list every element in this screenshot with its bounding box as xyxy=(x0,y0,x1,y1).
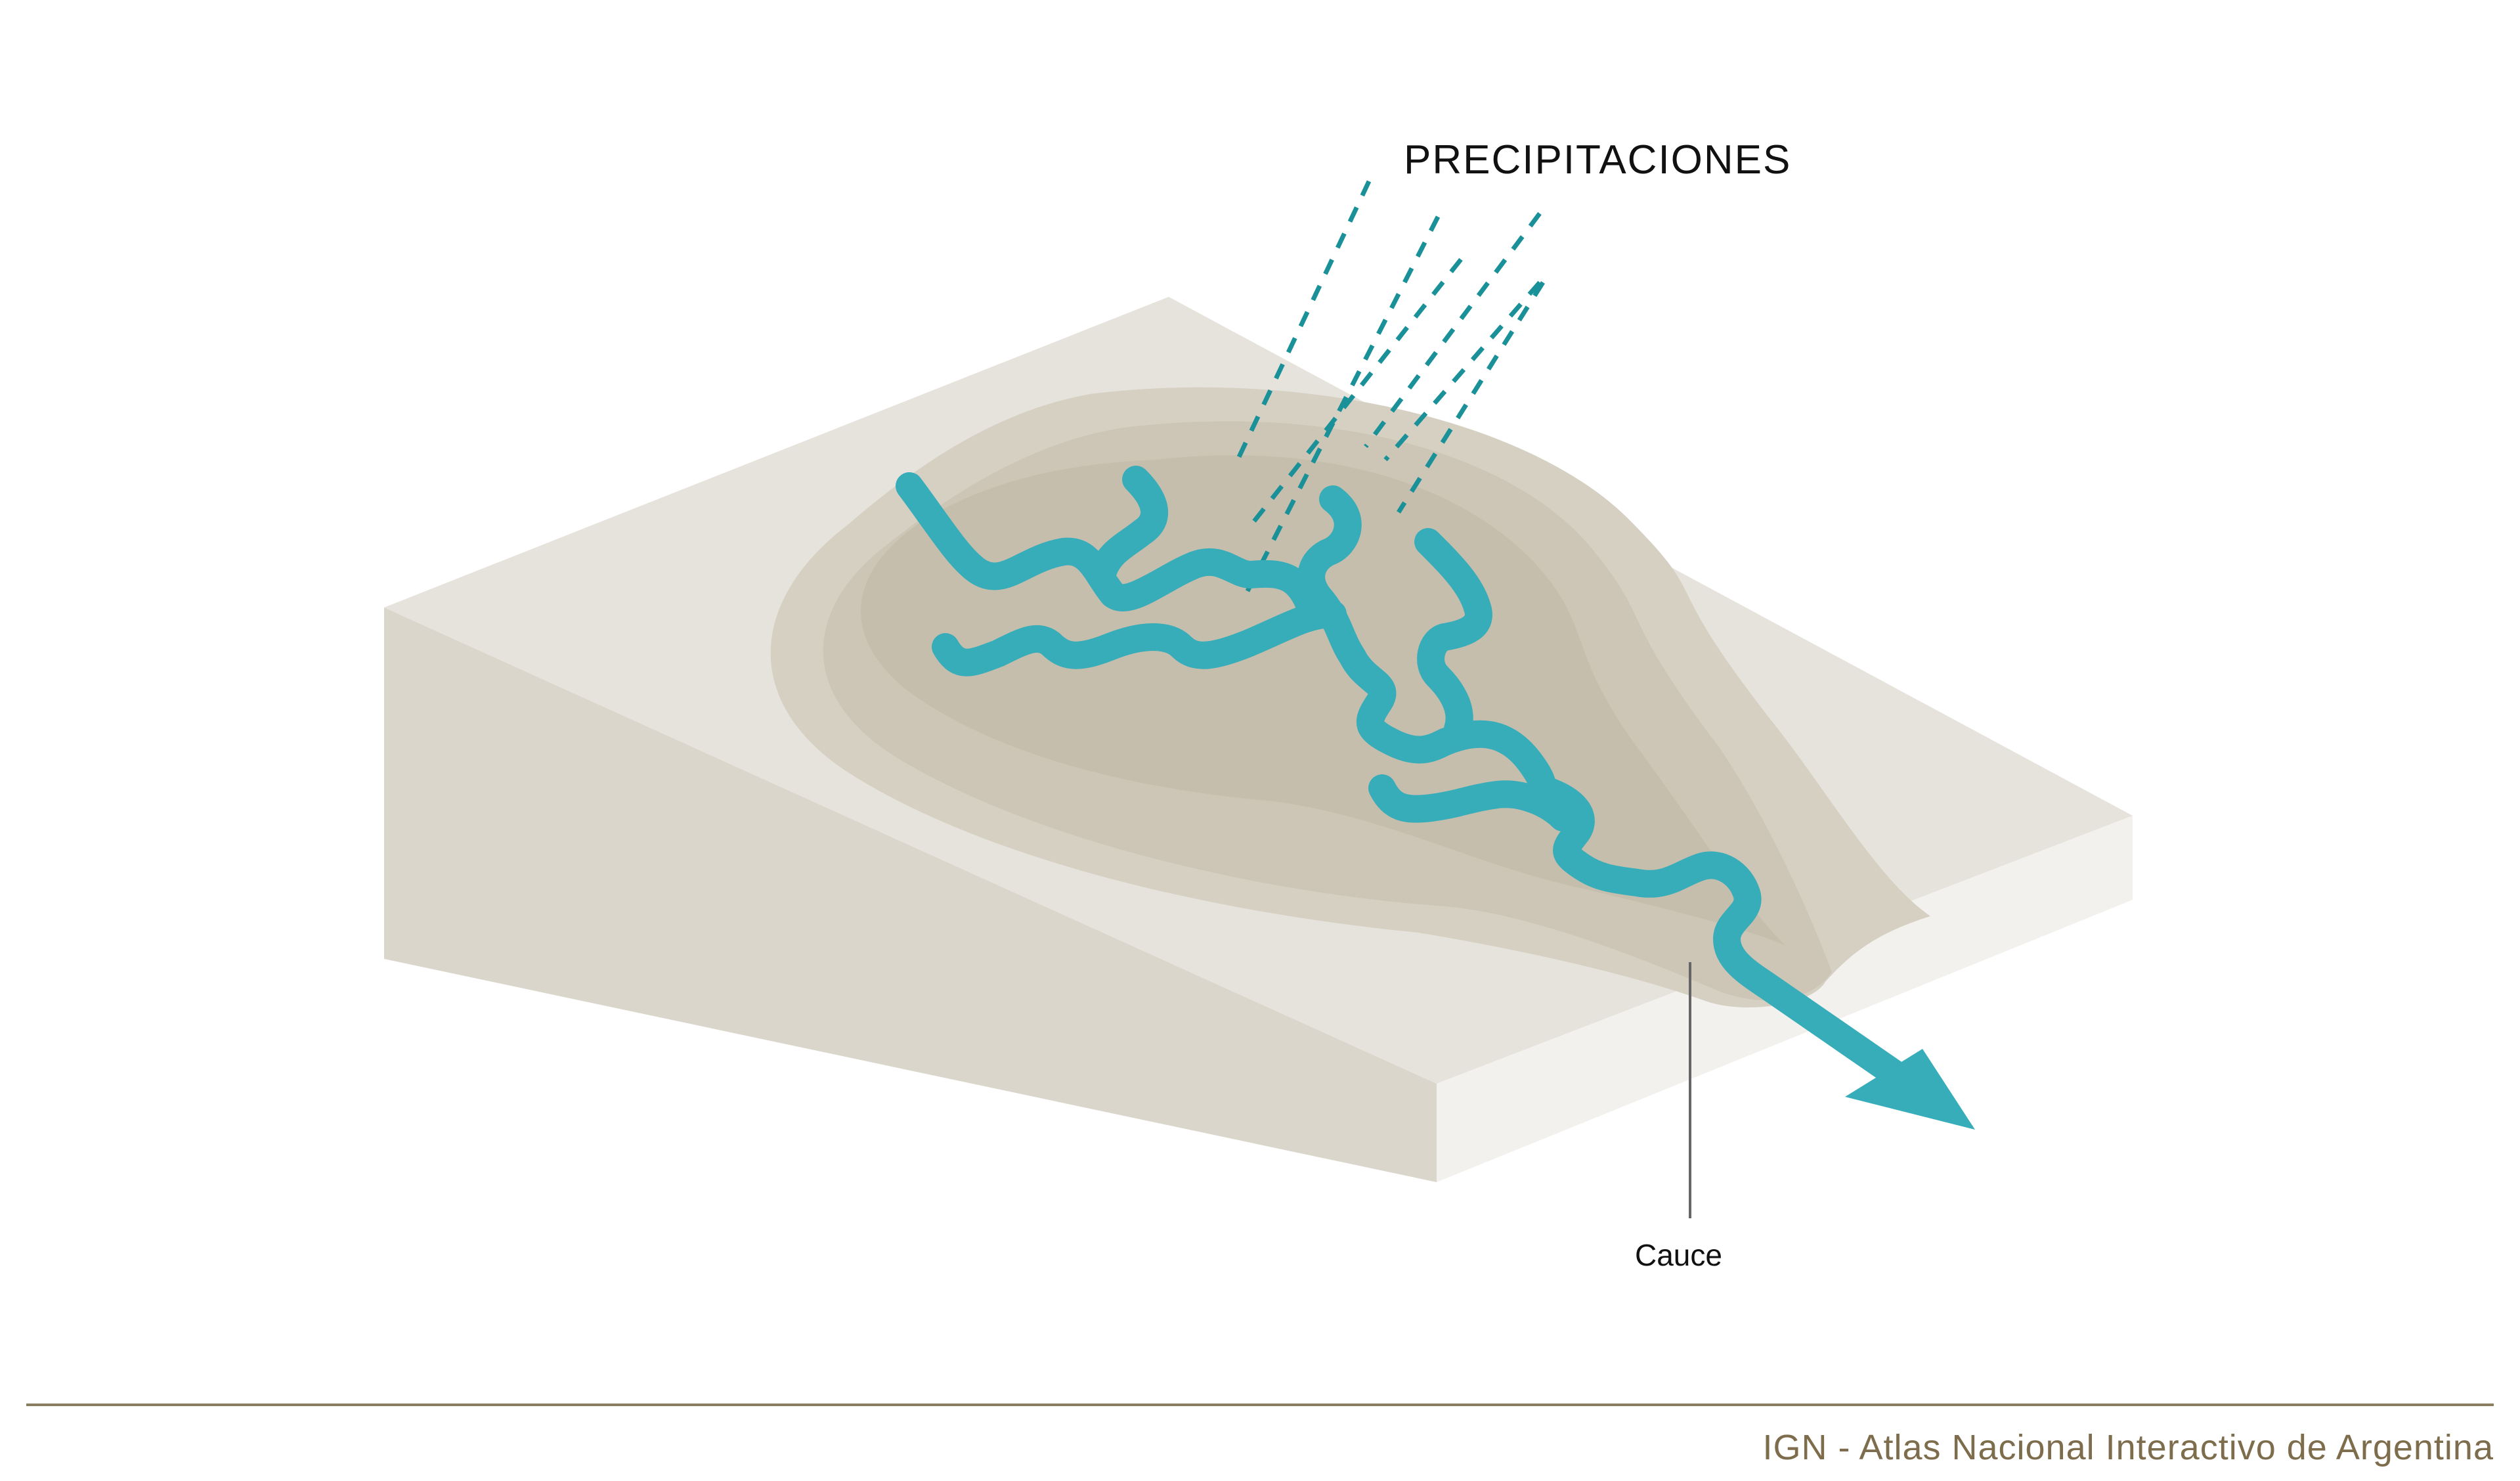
rain-lines xyxy=(1235,180,1545,592)
tributary-upper-fork xyxy=(1089,466,1168,585)
rain-line xyxy=(1235,180,1372,461)
rain-line xyxy=(1364,211,1542,449)
tributary-right xyxy=(1414,528,1492,743)
main-stem xyxy=(1297,485,1918,1094)
tributary-lower-main xyxy=(1368,774,1576,831)
rain-line xyxy=(1383,280,1542,462)
footer-credit: IGN - Atlas Nacional Interactivo de Arge… xyxy=(1762,1428,2494,1467)
tributary-lower-left xyxy=(932,600,1347,676)
outflow-arrowhead xyxy=(1845,1049,1975,1130)
rain-line xyxy=(1245,215,1441,592)
terrain-left-side xyxy=(384,608,1437,1182)
precipitation-label: PRECIPITACIONES xyxy=(1404,137,1792,183)
tributary-upper-left xyxy=(896,472,1327,628)
footer-divider xyxy=(26,1404,2494,1406)
river-network xyxy=(896,466,1918,1094)
channel-label: Cauce xyxy=(1635,1238,1722,1272)
